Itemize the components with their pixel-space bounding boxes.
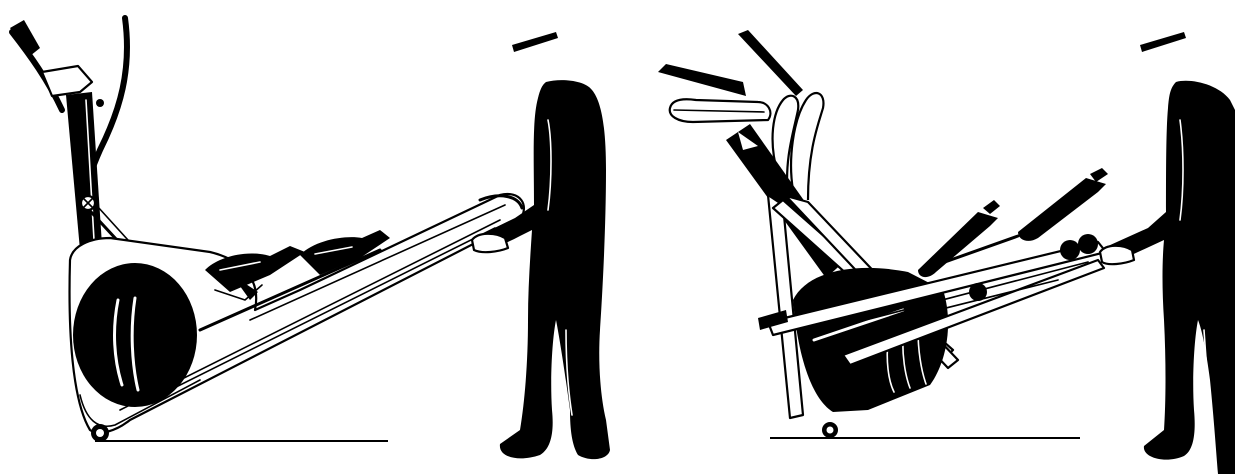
person-right — [1100, 32, 1235, 474]
right-panel-illustration — [618, 0, 1235, 474]
elliptical-trainer-right — [658, 30, 1108, 438]
flywheel — [73, 263, 197, 407]
elliptical-trainer-left — [10, 18, 524, 442]
person-left — [472, 32, 610, 459]
left-panel-illustration — [0, 0, 617, 474]
